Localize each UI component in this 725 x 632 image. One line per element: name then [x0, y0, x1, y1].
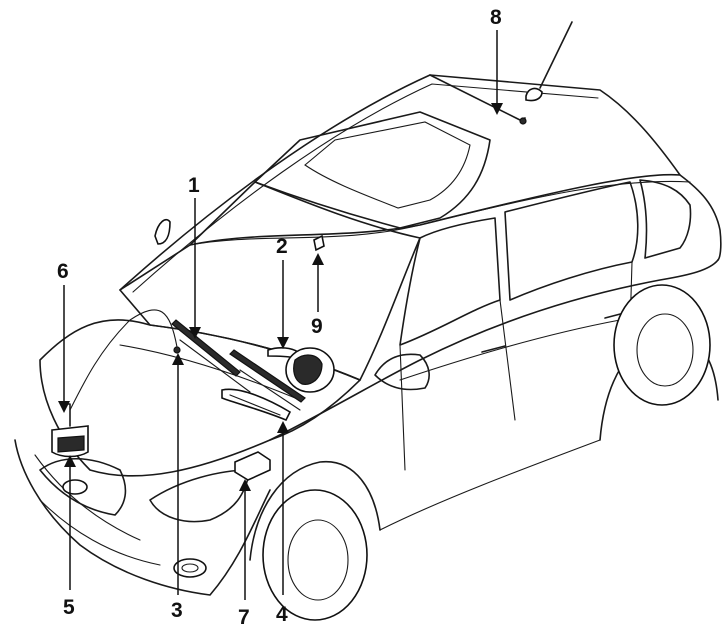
roof-antenna-mount [525, 87, 543, 102]
components [51, 234, 335, 481]
car-illustration [14, 21, 722, 621]
wiper-blade-passenger [229, 349, 306, 403]
body-side [269, 259, 719, 441]
callout-2: 2 [276, 235, 288, 258]
side-mirror [374, 353, 430, 391]
headlight [149, 469, 251, 523]
wiper-blade-driver [171, 319, 241, 377]
rear-wheel [613, 284, 711, 406]
rear-side-window [504, 181, 639, 301]
front-wheel [262, 489, 368, 621]
callout-8: 8 [490, 6, 502, 29]
emblem [62, 479, 88, 495]
washer-nozzle [173, 346, 181, 354]
callout-6: 6 [57, 260, 69, 283]
sunroof [254, 111, 491, 229]
callout-7: 7 [238, 606, 250, 629]
fog-lamp [173, 558, 207, 578]
rain-sensor-detail [313, 234, 325, 252]
callout-labels: 1 2 3 4 5 6 7 8 9 [57, 6, 502, 629]
leader-lines [58, 30, 503, 600]
front-wheel-arch [249, 460, 381, 561]
callout-3: 3 [171, 599, 183, 622]
callout-1: 1 [188, 174, 200, 197]
front-side-window [399, 217, 501, 346]
callout-5: 5 [63, 596, 75, 619]
control-unit [234, 451, 271, 481]
rear-quarter-window [639, 179, 692, 259]
callout-4: 4 [276, 603, 288, 626]
roof-outline [119, 74, 681, 291]
callout-9: 9 [311, 315, 323, 338]
